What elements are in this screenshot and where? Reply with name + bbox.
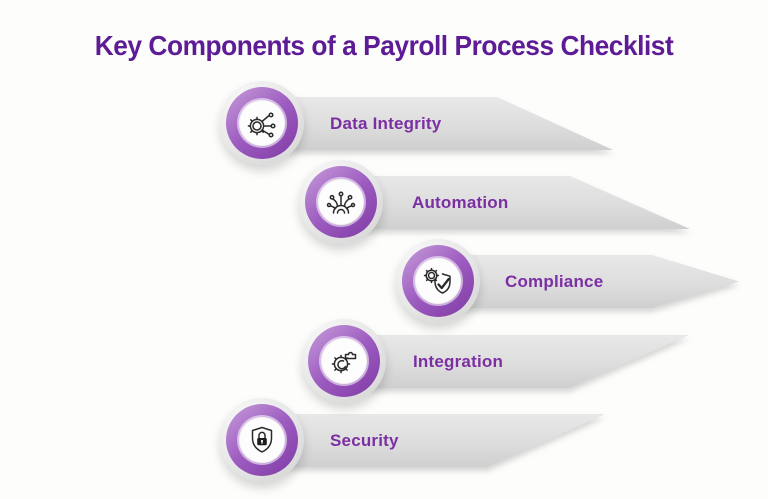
- item-label: Compliance: [505, 271, 604, 291]
- banner-shape: Data Integrity: [262, 97, 613, 150]
- badge-compliance: [396, 239, 480, 323]
- banner-shape: Integration: [344, 335, 689, 388]
- banner-shape: Automation: [341, 176, 690, 229]
- banner-compliance: Compliance: [438, 255, 739, 308]
- badge-data-integrity: [220, 81, 304, 165]
- purple-ring: [308, 325, 380, 397]
- item-label: Security: [330, 430, 399, 450]
- banner-shape: Security: [262, 414, 605, 467]
- item-label: Integration: [413, 351, 504, 371]
- gear-network-icon: [239, 100, 285, 146]
- item-label: Data Integrity: [330, 113, 442, 133]
- banner-integration: Integration: [344, 335, 689, 388]
- shield-lock-icon: [239, 417, 285, 463]
- gear-circuit-icon: [318, 179, 364, 225]
- badge-integration: [302, 319, 386, 403]
- badge-automation: [299, 160, 383, 244]
- banner-data-integrity: Data Integrity: [262, 97, 613, 150]
- purple-ring: [226, 87, 298, 159]
- banner-security: Security: [262, 414, 605, 467]
- banner-automation: Automation: [341, 176, 690, 229]
- page-title: Key Components of a Payroll Process Chec…: [94, 30, 674, 61]
- banner-shape: Compliance: [438, 255, 739, 308]
- badge-security: [220, 398, 304, 482]
- purple-ring: [305, 166, 377, 238]
- item-label: Automation: [412, 192, 509, 212]
- gear-shield-check-icon: [415, 258, 461, 304]
- purple-ring: [402, 245, 474, 317]
- purple-ring: [226, 404, 298, 476]
- gear-puzzle-icon: [321, 338, 367, 384]
